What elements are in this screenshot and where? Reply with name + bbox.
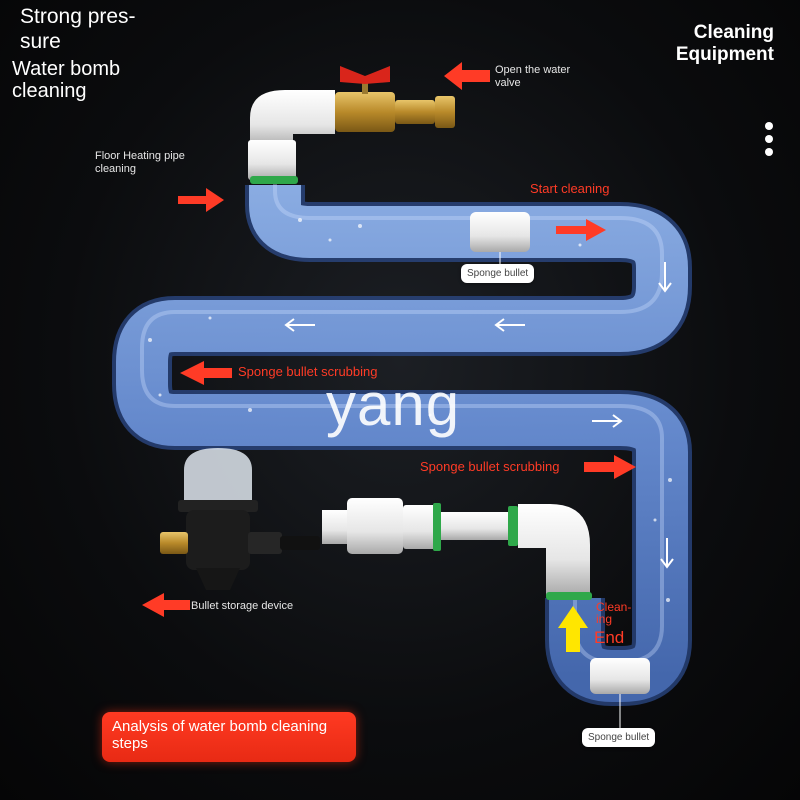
flow-arrows-white [284, 262, 674, 569]
open-valve-label: Open the water valve [495, 64, 605, 90]
floor-pipe-line-2: cleaning [95, 163, 136, 175]
sponge-bullet-bottom [590, 658, 650, 694]
brand-line-1: Cleaning [693, 22, 774, 43]
steps-banner [102, 712, 356, 762]
title-line-2: sure [20, 30, 61, 53]
start-cleaning-label: Start cleaning [530, 181, 610, 196]
subtitle-line-1: Water bomb [12, 58, 121, 80]
end-label: End [594, 628, 625, 647]
cleaning-end-label: Clean- ing [596, 601, 646, 625]
arrow-icon [556, 219, 606, 241]
brand-line-2: Equipment [675, 44, 774, 65]
ball-valve-icon [335, 66, 455, 132]
inlet-elbow [248, 90, 335, 184]
arrow-icon [584, 455, 636, 479]
arrow-icon [178, 188, 224, 212]
page-subtitle: Water bomb cleaning [12, 58, 182, 102]
arrow-icon [180, 361, 232, 385]
floor-pipe-label: Floor Heating pipe cleaning [95, 150, 225, 176]
cleaning-end-line-2: ing [596, 612, 613, 626]
arrow-icon [142, 593, 190, 617]
sponge-bullet-top [470, 212, 530, 252]
open-valve-line-1: Open the water [495, 64, 571, 76]
steps-line-2: steps [112, 735, 148, 752]
water-bubbles [148, 218, 672, 602]
arrow-icon [592, 414, 623, 428]
bullet-storage-filter-icon [160, 448, 320, 590]
watermark: yang [326, 371, 461, 438]
arrow-icon [494, 318, 525, 332]
arrow-icon [660, 538, 674, 569]
floor-pipe-line-1: Floor Heating pipe [95, 150, 185, 162]
more-vertical-icon[interactable] [760, 122, 778, 162]
open-valve-line-2: valve [495, 77, 521, 89]
red-arrows [142, 62, 636, 617]
outlet-assembly [322, 498, 592, 600]
arrow-icon [444, 62, 490, 90]
arrow-icon [284, 318, 315, 332]
scrubbing-label-2: Sponge bullet scrubbing [420, 459, 560, 474]
arrow-icon [558, 606, 588, 652]
steps-line-1: Analysis of water bomb cleaning [112, 718, 328, 735]
title-line-1: Strong pres- [20, 5, 136, 28]
scrubbing-label-1: Sponge bullet scrubbing [238, 364, 378, 379]
steps-banner-text: Analysis of water bomb cleaning steps [112, 718, 352, 752]
subtitle-line-2: cleaning [12, 80, 87, 102]
arrow-icon [658, 262, 672, 293]
sponge-bullet-top-label: Sponge bullet [461, 264, 535, 283]
storage-device-label: Bullet storage device [191, 600, 294, 612]
cleaning-end-line-1: Clean- [596, 600, 632, 614]
sponge-bullet-bottom-label: Sponge bullet [582, 728, 656, 747]
page-title: Strong pres- sure [20, 4, 190, 54]
brand-label: Cleaning Equipment [654, 22, 774, 66]
